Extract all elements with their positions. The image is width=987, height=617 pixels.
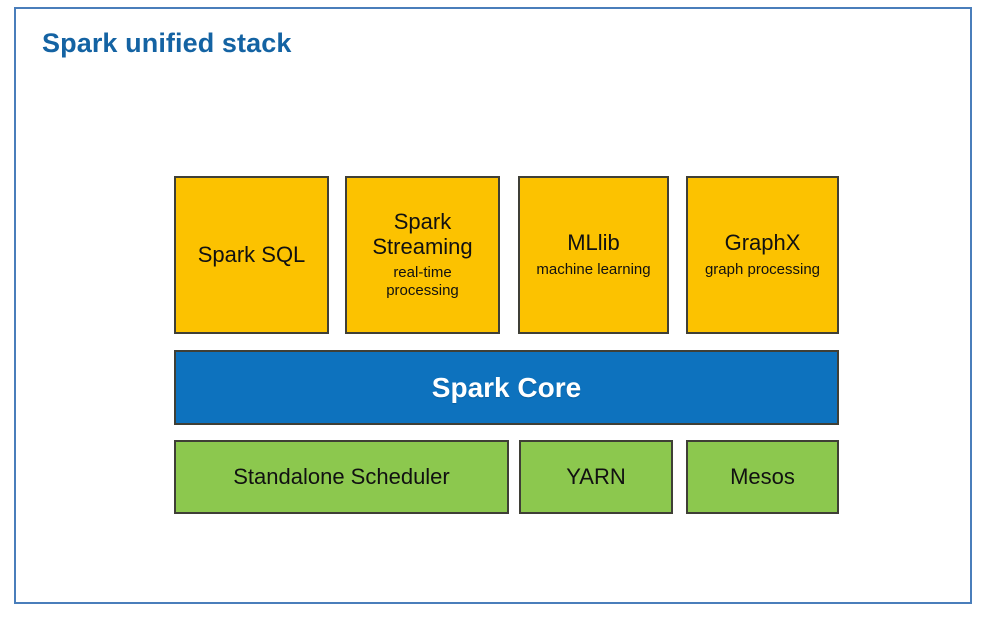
page-title: Spark unified stack <box>42 28 292 58</box>
diagram-box-graphx-title: GraphX <box>724 230 801 256</box>
diagram-box-graphx[interactable]: GraphX graph processing <box>686 176 839 334</box>
diagram-box-spark-streaming-subtitle-line2: processing <box>386 282 459 300</box>
diagram-box-yarn[interactable]: YARN <box>519 440 673 514</box>
diagram-box-mllib-subtitle: machine learning <box>536 260 651 278</box>
diagram-box-mesos[interactable]: Mesos <box>686 440 839 514</box>
diagram-box-standalone-scheduler-title: Standalone Scheduler <box>233 463 450 489</box>
diagram-box-spark-sql-title: Spark SQL <box>197 241 306 267</box>
diagram-box-mllib-title: MLlib <box>567 230 620 256</box>
diagram-box-spark-streaming-title-line2: Streaming <box>372 233 473 259</box>
diagram-box-standalone-scheduler[interactable]: Standalone Scheduler <box>174 440 509 514</box>
diagram-box-spark-streaming[interactable]: Spark Streaming real-time processing <box>345 176 500 334</box>
diagram-box-spark-sql[interactable]: Spark SQL <box>174 176 329 334</box>
slide-frame: Spark unified stack Spark SQL Spark Stre… <box>14 7 972 604</box>
diagram-box-yarn-title: YARN <box>566 463 626 489</box>
diagram-box-graphx-subtitle: graph processing <box>704 260 821 278</box>
diagram-box-spark-streaming-title-line1: Spark <box>393 209 452 235</box>
diagram-box-spark-streaming-subtitle-line1: real-time <box>393 264 452 282</box>
diagram-box-mesos-title: Mesos <box>730 463 795 489</box>
diagram-box-spark-core[interactable]: Spark Core <box>174 350 839 425</box>
diagram-box-spark-core-title: Spark Core <box>431 371 582 403</box>
diagram-box-mllib[interactable]: MLlib machine learning <box>518 176 669 334</box>
